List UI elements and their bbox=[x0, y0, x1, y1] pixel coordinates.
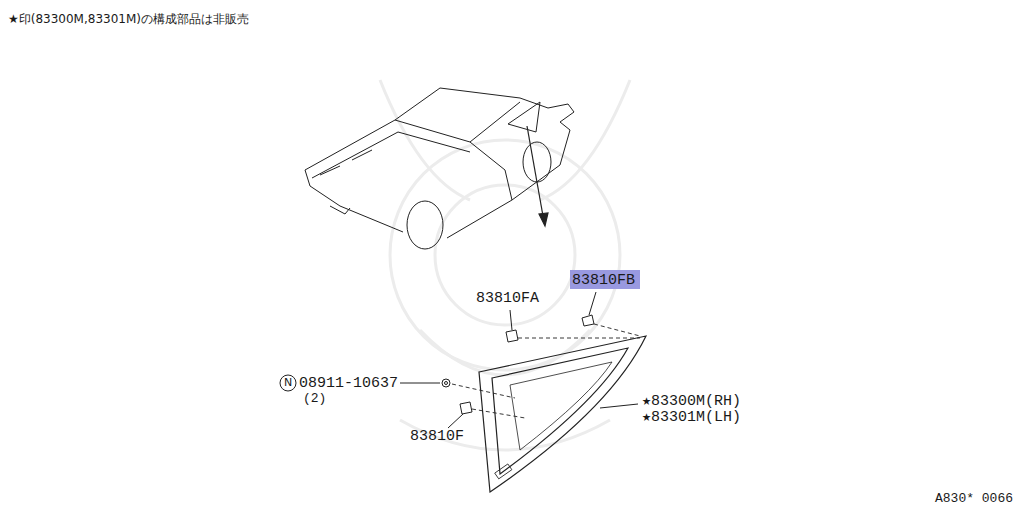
leader-lines bbox=[280, 292, 638, 428]
part-number: 08911-10637 bbox=[299, 375, 398, 392]
quarter-glass bbox=[479, 336, 646, 492]
part-number: 83810FA bbox=[476, 290, 539, 307]
part-number: 83810F bbox=[410, 428, 464, 445]
symbol-letter: N bbox=[284, 376, 292, 390]
quantity: (2) bbox=[303, 391, 326, 407]
part-number: ★83301M(LH) bbox=[642, 409, 741, 426]
clips bbox=[442, 315, 594, 414]
highlight bbox=[570, 270, 640, 289]
diagram-code: A830* 0066 bbox=[935, 491, 1013, 507]
car-outline bbox=[305, 88, 574, 249]
note-text: ★印(83300M,83301M)の構成部品は非販売 bbox=[8, 12, 249, 27]
fitting-lines bbox=[452, 324, 640, 418]
part-number: ★83300M(RH) bbox=[642, 393, 741, 410]
part-number: 83810FB bbox=[572, 272, 635, 289]
view-arrow bbox=[527, 126, 548, 226]
